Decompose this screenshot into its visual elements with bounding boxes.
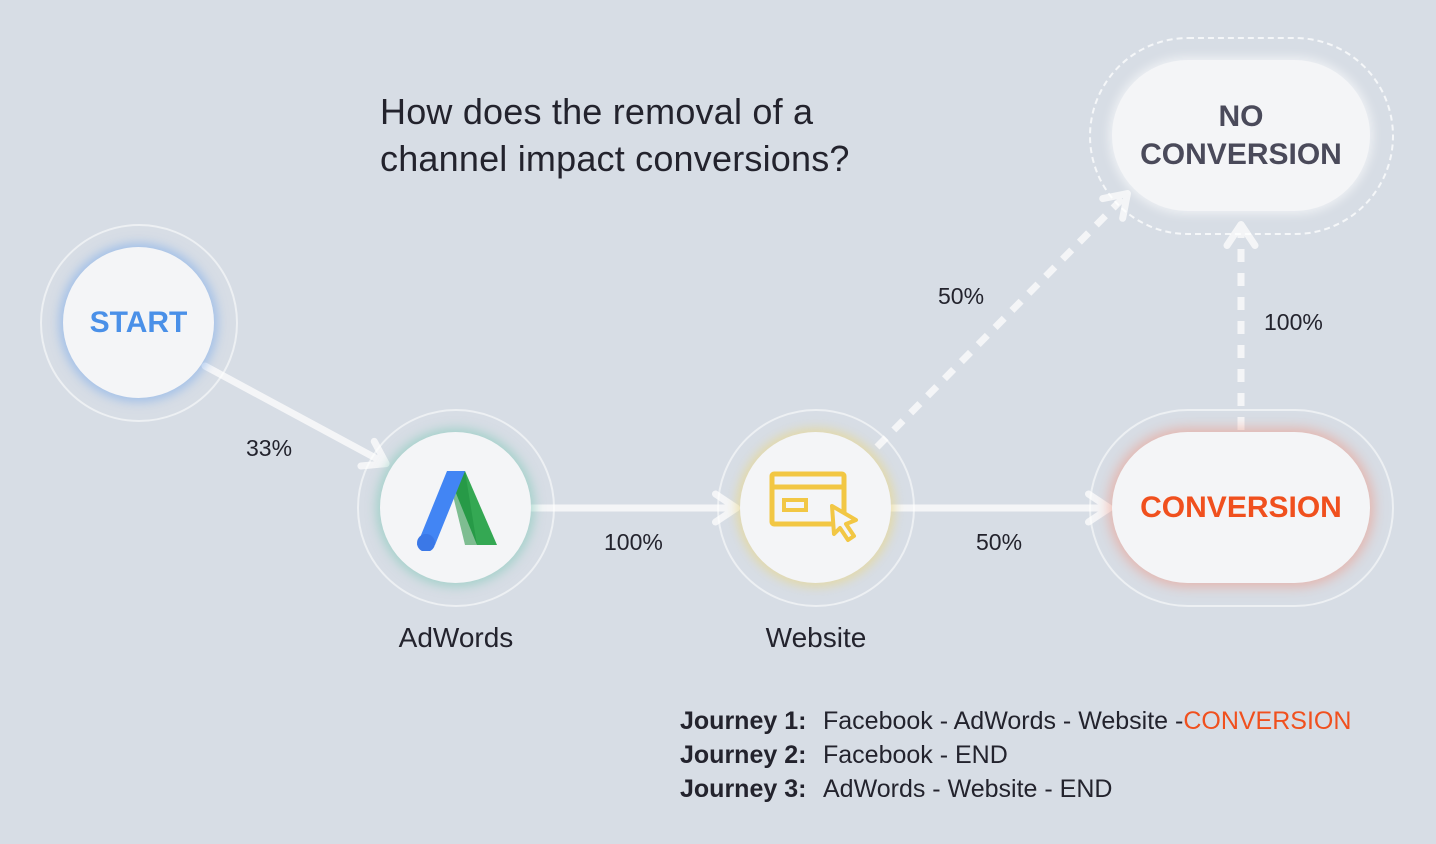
conversion-label: CONVERSION — [1140, 490, 1342, 524]
edge-label-website-conversion: 50% — [976, 529, 1023, 555]
edge-label-conversion-no-conversion: 100% — [1264, 309, 1323, 335]
edge-label-website-no-conversion: 50% — [938, 283, 985, 309]
journey-end: CONVERSION — [1183, 707, 1352, 735]
journeys-list: Journey 1: Facebook - AdWords - Website … — [680, 704, 1351, 806]
no-conversion-label: NO CONVERSION — [1140, 99, 1342, 171]
start-halo — [40, 224, 238, 422]
adwords-caption: AdWords — [398, 622, 514, 653]
edge-website-no-conversion — [874, 190, 1131, 450]
question-line-2: channel impact conversions? — [380, 138, 850, 179]
edge-label-start-adwords: 33% — [246, 435, 293, 461]
website-halo — [717, 409, 915, 607]
website-caption: Website — [765, 622, 867, 653]
website-node — [740, 432, 891, 583]
journey-row: Journey 3: AdWords - Website - END — [680, 772, 1351, 806]
adwords-halo — [357, 409, 555, 607]
start-label: START — [89, 305, 188, 339]
browser-window-icon — [769, 471, 858, 542]
no-conversion-node: NO CONVERSION — [1112, 60, 1370, 211]
journey-name: Journey 2: — [680, 741, 807, 769]
diagram-question: How does the removal of a channel impact… — [380, 88, 940, 182]
edge-start-adwords — [201, 362, 390, 470]
question-line-1: How does the removal of a — [380, 91, 814, 132]
journey-name: Journey 3: — [680, 775, 807, 803]
journey-path: Facebook - END — [823, 741, 1008, 769]
journey-name: Journey 1: — [680, 707, 807, 735]
adwords-node — [380, 432, 531, 583]
conversion-node: CONVERSION — [1112, 432, 1370, 583]
journey-row: Journey 2: Facebook - END — [680, 738, 1351, 772]
journey-row: Journey 1: Facebook - AdWords - Website … — [680, 704, 1351, 738]
journey-path: Facebook - AdWords - Website - — [823, 707, 1184, 735]
start-node: START — [63, 247, 214, 398]
adwords-logo-icon — [416, 470, 497, 551]
edge-label-adwords-website: 100% — [604, 529, 663, 555]
no-conversion-halo — [1089, 37, 1394, 235]
conversion-halo — [1089, 409, 1394, 607]
journey-path: AdWords - Website - END — [823, 775, 1113, 803]
